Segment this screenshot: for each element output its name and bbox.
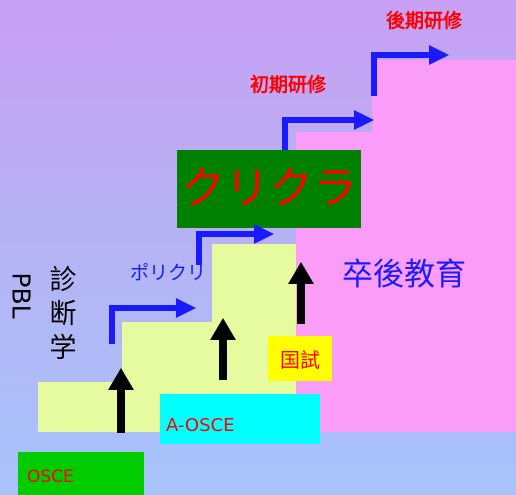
osce-label: OSCE <box>27 466 74 487</box>
up-arrow-shaft-2 <box>219 338 227 380</box>
blue-arrowhead-3 <box>354 110 374 130</box>
blue-step-arrow-3 <box>282 117 356 150</box>
initial-training-label: 初期研修 <box>250 74 327 96</box>
diagnostics-char-1: 診 <box>49 265 77 296</box>
blue-step-arrow-1 <box>109 305 178 344</box>
diagnostics-label: 診 断 学 <box>46 264 80 366</box>
osce-box: OSCE <box>18 452 144 495</box>
clinical-clerkship-box: クリクラ <box>177 150 361 228</box>
national-exam-label: 国試 <box>280 348 320 372</box>
blue-step-arrow-2 <box>196 231 256 265</box>
up-arrow-shaft-1 <box>117 388 125 433</box>
up-arrow-head-2 <box>210 318 236 340</box>
up-arrow-head-1 <box>108 368 134 390</box>
postgrad-training-label: 後期研修 <box>386 10 463 32</box>
clinical-clerkship-label: クリクラ <box>181 163 357 214</box>
pbl-label: PBL <box>6 272 36 319</box>
up-arrow-shaft-3 <box>297 282 305 324</box>
national-exam-box: 国試 <box>268 336 332 381</box>
policlinic-label: ポリクリ <box>130 262 207 284</box>
blue-arrowhead-2 <box>254 224 274 244</box>
postgrad-education-label: 卒後教育 <box>342 257 466 293</box>
blue-arrowhead-1 <box>176 298 196 318</box>
diagnostics-char-2: 断 <box>49 299 77 330</box>
blue-arrowhead-4 <box>429 45 449 65</box>
up-arrow-head-3 <box>288 262 314 284</box>
diagnostics-char-3: 学 <box>49 333 77 364</box>
blue-step-arrow-4 <box>371 52 431 96</box>
postgrad-step-2 <box>372 60 516 432</box>
advanced-osce-box: A-OSCE <box>160 394 320 444</box>
advanced-osce-label: A-OSCE <box>166 414 235 436</box>
